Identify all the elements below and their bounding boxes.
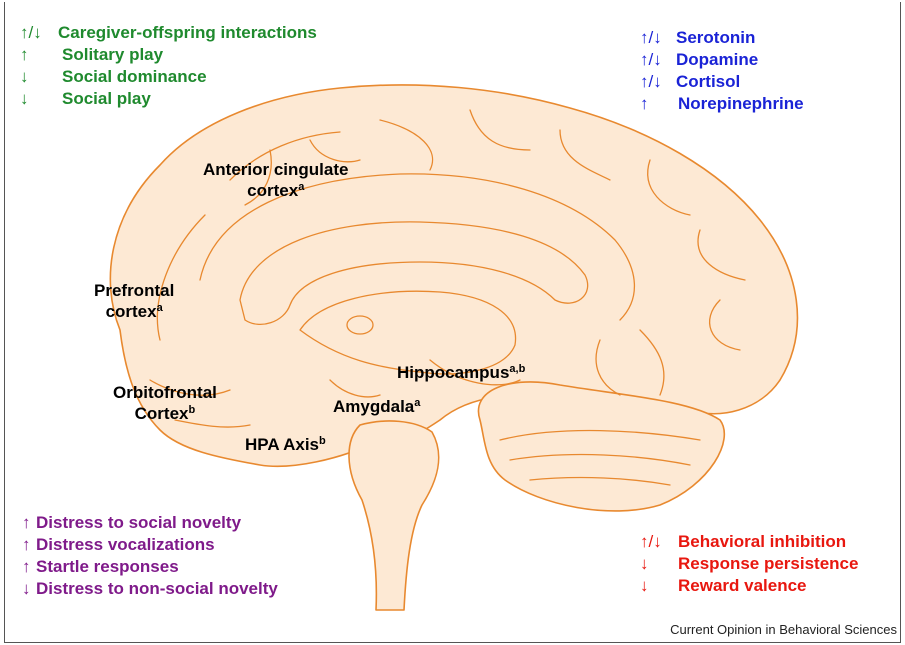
list-item: ↑/↓Dopamine xyxy=(640,50,759,69)
arrow-indicator: ↑ xyxy=(20,45,29,64)
arrow-indicator: ↑/↓ xyxy=(640,28,662,47)
arrow-indicator: ↑ xyxy=(22,513,31,532)
arrow-indicator: ↑ xyxy=(640,94,649,113)
footnote-marker: a xyxy=(298,181,305,193)
corpus-callosum xyxy=(239,221,589,325)
figure-credit: Current Opinion in Behavioral Sciences xyxy=(670,622,897,637)
region-label-hippocampus: Hippocampusa,b xyxy=(397,363,526,382)
arrow-indicator: ↓ xyxy=(20,67,29,86)
list-item: ↓Distress to non-social novelty xyxy=(22,579,278,598)
region-label-amygdala: Amygdalaa xyxy=(333,397,421,416)
figure-frame xyxy=(4,2,901,643)
list-item: ↑Solitary play xyxy=(20,45,164,64)
arrow-indicator: ↓ xyxy=(640,554,649,573)
arrow-indicator: ↑/↓ xyxy=(20,23,42,42)
arrow-indicator: ↑/↓ xyxy=(640,532,662,551)
region-label-hpa-axis: HPA Axisb xyxy=(245,435,326,454)
footnote-marker: b xyxy=(319,435,326,447)
cerebrum-outline xyxy=(109,84,799,468)
region-label-prefrontal: Prefrontal cortexa xyxy=(94,281,175,321)
arrow-indicator: ↑ xyxy=(22,535,31,554)
list-item: ↑Norepinephrine xyxy=(640,94,804,113)
list-item: ↑/↓Behavioral inhibition xyxy=(640,532,847,551)
cingulate-sulcus xyxy=(199,173,636,321)
arrow-indicator: ↑ xyxy=(22,557,31,576)
list-item: ↑/↓Serotonin xyxy=(640,28,756,47)
list-item: ↑Startle responses xyxy=(22,557,179,576)
footnote-marker: b xyxy=(188,404,196,416)
footnote-marker: a xyxy=(156,302,163,314)
list-item: ↓Response persistence xyxy=(640,554,859,573)
arrow-indicator: ↓ xyxy=(640,576,649,595)
list-item: ↑/↓Caregiver-offspring interactions xyxy=(20,23,317,42)
behavior-list-green: ↑/↓Caregiver-offspring interactions ↑Sol… xyxy=(20,22,317,110)
arrow-indicator: ↓ xyxy=(20,89,29,108)
list-item: ↑Distress to social novelty xyxy=(22,513,242,532)
brainstem xyxy=(348,420,440,611)
neurochemical-list-blue: ↑/↓Serotonin ↑/↓Dopamine ↑/↓Cortisol ↑No… xyxy=(640,27,804,115)
footnote-marker: a,b xyxy=(509,363,526,375)
list-item: ↓Reward valence xyxy=(640,576,807,595)
region-label-orbitofrontal: Orbitofrontal Cortexb xyxy=(113,383,217,423)
arrow-indicator: ↓ xyxy=(22,579,31,598)
behavior-list-red: ↑/↓Behavioral inhibition ↓Response persi… xyxy=(640,531,858,597)
behavior-list-purple: ↑Distress to social novelty ↑Distress vo… xyxy=(22,512,278,600)
region-label-anterior-cingulate: Anterior cingulate cortexa xyxy=(203,160,349,200)
arrow-indicator: ↑/↓ xyxy=(640,50,662,69)
thalamus-contour xyxy=(299,290,517,375)
interthalamic-adhesion xyxy=(346,315,374,335)
list-item: ↓Social dominance xyxy=(20,67,207,86)
list-item: ↑/↓Cortisol xyxy=(640,72,741,91)
list-item: ↑Distress vocalizations xyxy=(22,535,215,554)
list-item: ↓Social play xyxy=(20,89,151,108)
footnote-marker: a xyxy=(414,397,421,409)
arrow-indicator: ↑/↓ xyxy=(640,72,662,91)
